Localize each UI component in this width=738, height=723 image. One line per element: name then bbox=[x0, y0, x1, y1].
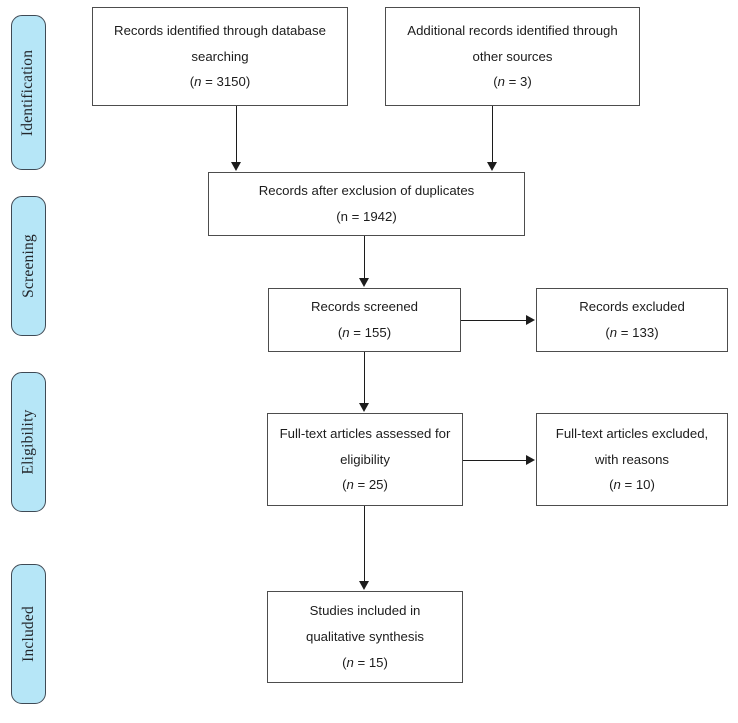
box-line: Records after exclusion of duplicates bbox=[258, 183, 475, 199]
box-count: (n = 3150) bbox=[189, 74, 251, 90]
arrow-screened-to-excluded bbox=[526, 315, 535, 325]
box-line: Additional records identified through bbox=[407, 22, 618, 38]
connector-line-fulltext-to-included bbox=[364, 506, 365, 582]
connector-line-screened-to-fulltext bbox=[364, 352, 365, 404]
stage-label-included: Included bbox=[11, 564, 46, 704]
stage-label-eligibility-text: Eligibility bbox=[19, 409, 37, 475]
stage-label-included-text: Included bbox=[19, 606, 37, 662]
arrow-screened-to-fulltext bbox=[359, 403, 369, 412]
box-records-screened: Records screened (n = 155) bbox=[268, 288, 461, 352]
box-count: (n = 133) bbox=[605, 325, 659, 340]
box-line: searching bbox=[191, 48, 249, 64]
box-line: Records identified through database bbox=[114, 22, 326, 38]
box-line: Records excluded bbox=[579, 299, 685, 315]
box-line: with reasons bbox=[594, 451, 670, 467]
box-count: (n = 3) bbox=[493, 74, 532, 90]
connector-line-duplicates-to-screened bbox=[364, 236, 365, 279]
box-records-excluded: Records excluded (n = 133) bbox=[536, 288, 728, 352]
box-count: (n = 155) bbox=[337, 325, 392, 340]
box-line: Records screened bbox=[310, 299, 419, 315]
box-line: Full-text articles excluded, bbox=[555, 425, 709, 441]
box-line: Full-text articles assessed for bbox=[279, 425, 451, 441]
stage-label-eligibility: Eligibility bbox=[11, 372, 46, 512]
connector-line-screened-to-excluded bbox=[461, 320, 527, 321]
box-count: (n = 25) bbox=[342, 477, 388, 493]
box-count: (n = 10) bbox=[609, 477, 655, 493]
stage-label-identification: Identification bbox=[11, 15, 46, 170]
box-additional-records-other-sources: Additional records identified through ot… bbox=[385, 7, 640, 106]
stage-label-identification-text: Identification bbox=[19, 49, 37, 136]
box-line: Studies included in bbox=[309, 603, 421, 619]
box-line: eligibility bbox=[340, 451, 390, 467]
box-fulltext-assessed: Full-text articles assessed for eligibil… bbox=[267, 413, 463, 506]
box-count: (n = 15) bbox=[342, 654, 388, 670]
stage-label-screening-text: Screening bbox=[19, 234, 37, 298]
box-line: qualitative synthesis bbox=[305, 629, 425, 645]
arrow-other-to-duplicates bbox=[487, 162, 497, 171]
box-records-identified-database: Records identified through database sear… bbox=[92, 7, 348, 106]
connector-line-other-to-duplicates bbox=[492, 106, 493, 163]
box-fulltext-excluded: Full-text articles excluded, with reason… bbox=[536, 413, 728, 506]
arrow-db-to-duplicates bbox=[231, 162, 241, 171]
box-studies-included: Studies included in qualitative synthesi… bbox=[267, 591, 463, 683]
arrow-fulltext-to-included bbox=[359, 581, 369, 590]
connector-line-fulltext-to-excluded bbox=[463, 460, 527, 461]
box-line: other sources bbox=[472, 48, 553, 64]
arrow-fulltext-to-excluded bbox=[526, 455, 535, 465]
arrow-duplicates-to-screened bbox=[359, 278, 369, 287]
box-records-after-duplicates: Records after exclusion of duplicates (n… bbox=[208, 172, 525, 236]
stage-label-screening: Screening bbox=[11, 196, 46, 336]
box-count: (n = 1942) bbox=[336, 209, 397, 224]
connector-line-db-to-duplicates bbox=[236, 106, 237, 163]
